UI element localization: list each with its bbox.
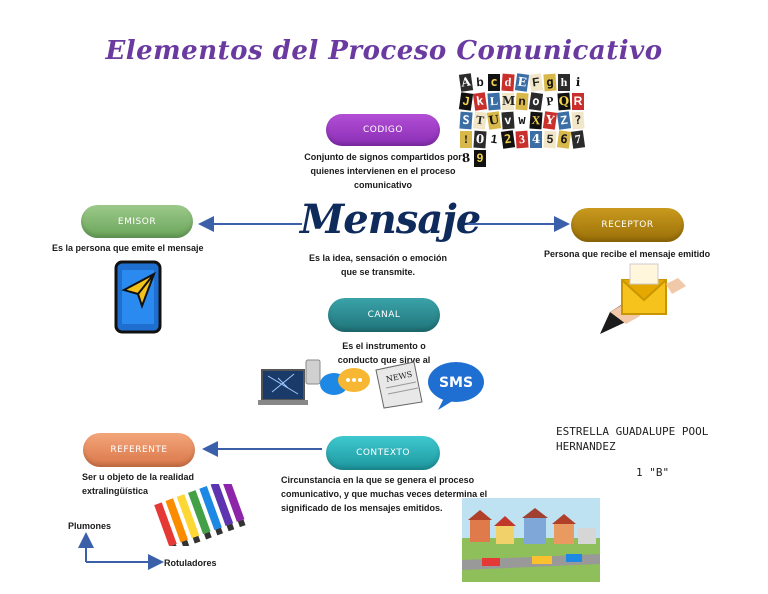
alphabet-letter: R (572, 93, 584, 110)
referente-node: REFERENTE (83, 433, 195, 467)
alphabet-letter: 9 (474, 150, 486, 167)
contexto-desc: Circunstancia en la que se genera el pro… (281, 475, 488, 513)
example-rotuladores: Rotuladores (164, 558, 217, 568)
phone-paper-plane-icon (114, 260, 162, 334)
author-name: ESTRELLA GUADALUPE POOL HERNANDEZ (556, 425, 709, 453)
receptor-node: RECEPTOR (571, 208, 684, 242)
canal-label: CANAL (367, 310, 401, 320)
example-plumones: Plumones (68, 521, 112, 531)
codigo-desc: Conjunto de signos compartidos por quien… (304, 152, 462, 190)
contexto-node: CONTEXTO (326, 436, 440, 470)
canal-desc: Es el instrumento o conducto que sirve a… (337, 341, 431, 365)
envelope-hand-icon (600, 263, 686, 334)
center-word: Mensaje (300, 196, 481, 243)
center-desc: Es la idea, sensación o emoción que se t… (308, 253, 448, 277)
emisor-label: EMISOR (117, 216, 157, 227)
referente-desc: Ser u objeto de la realidad extralingüís… (82, 472, 195, 496)
receptor-label: RECEPTOR (601, 220, 654, 230)
codigo-label: CODIGO (362, 125, 403, 135)
alphabet-letter: M (502, 93, 516, 110)
author-group: 1 "B" (636, 466, 670, 479)
contexto-label: CONTEXTO (356, 448, 410, 458)
media-channels-illustration: NEWS SMS (258, 359, 484, 410)
alphabet-letter: h (558, 74, 570, 91)
alphabet-letter: w (516, 112, 528, 129)
emisor-node: EMISOR (81, 205, 193, 238)
city-context-illustration (462, 498, 600, 582)
canal-node: CANAL (328, 298, 440, 332)
alphabet-letter: 4 (530, 131, 542, 148)
markers-illustration (154, 484, 246, 546)
codigo-node: CODIGO (326, 114, 440, 146)
receptor-desc: Persona que recibe el mensaje emitido (544, 249, 711, 259)
referente-label: REFERENTE (110, 445, 168, 455)
sms-text: SMS (439, 375, 473, 391)
page-title: Elementos del Proceso Comunicativo (105, 36, 663, 66)
emisor-desc: Es la persona que emite el mensaje (52, 243, 204, 253)
alphabet-letter: ! (460, 131, 472, 148)
alphabet-letter: c (488, 74, 500, 91)
